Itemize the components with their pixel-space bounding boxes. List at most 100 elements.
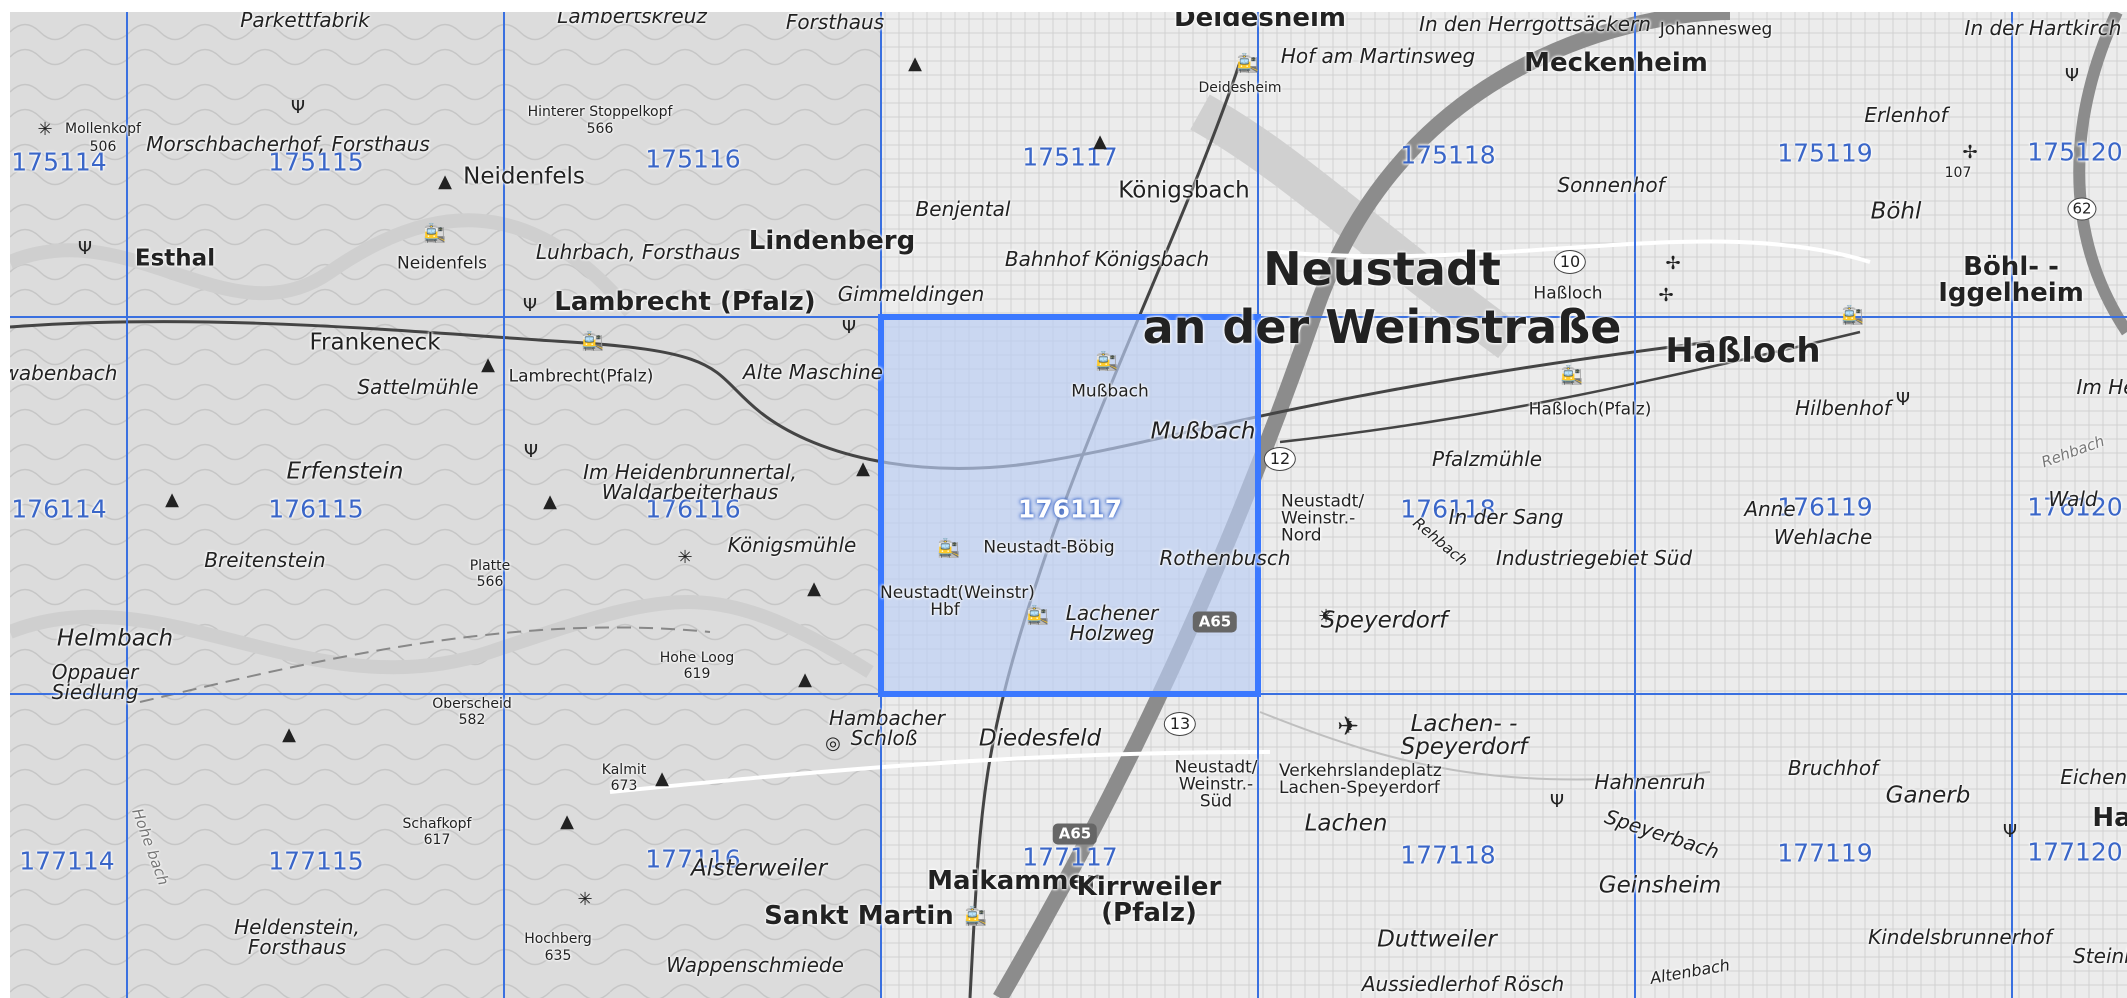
motorway-shield-icon: A65 [1192,611,1238,633]
rail-station-icon: 🚉 [1236,53,1260,74]
tile-label[interactable]: 176119 [1777,492,1873,522]
ele-platte: 566 [476,574,504,590]
place-wehlache: Wehlache [1773,525,1873,549]
place-erlenhof: Erlenhof [1864,103,1948,127]
place-im-he: Im He [2076,375,2127,399]
airport-icon: ✈ [1337,712,1359,742]
place-lachen: Lachen [1304,810,1388,837]
tile-label[interactable]: 175116 [645,144,741,174]
place-wabenbach: wabenbach [10,361,118,385]
place-breitenstein: Breitenstein [204,548,326,572]
place-hassloch: Haßloch [1665,331,1821,371]
place-sonnenhof: Sonnenhof [1557,173,1665,197]
peak-icon: ▲ [560,811,574,832]
place-neidenfels-station: Neidenfels [397,253,487,274]
motorway-east [2073,12,2127,336]
tile-label[interactable]: 177115 [268,846,364,876]
place-hahnenruh: Hahnenruh [1594,770,1706,794]
place-neidenfels: Neidenfels [463,163,585,190]
place-mollenkopf: Mollenkopf [65,121,141,137]
place-neustadt: Neustadt [1263,242,1501,296]
place-benjental: Benjental [915,197,1011,221]
peak-icon: ▲ [282,724,296,745]
rail-station-icon: 🚉 [937,538,961,559]
motorway-shield-icon: A65 [1052,823,1098,845]
tile-label-selected[interactable]: 176117 [1017,494,1123,524]
place-gimmeldingen: Gimmeldingen [837,282,985,306]
viewpoint-icon: ✳ [37,119,53,140]
route-shield-icon: 62 [2067,197,2097,221]
place-annel: Anne [1744,497,1796,521]
forest-hills-area [10,12,910,998]
tile-label[interactable]: 176120 [2027,492,2123,522]
place-forsthaus: Forsthaus [785,12,885,34]
place-wappenschmiede: Wappenschmiede [666,953,844,977]
tile-label[interactable]: 175115 [268,147,364,177]
tile-label[interactable]: 175117 [1022,142,1118,172]
peak-icon: ▲ [798,669,812,690]
tile-label[interactable]: 175118 [1400,140,1496,170]
windmill-icon: ✢ [1962,142,1978,163]
place-bruchhof: Bruchhof [1787,756,1879,780]
tile-label[interactable]: 176116 [645,494,741,524]
place-pfalzmuehle: Pfalzmühle [1431,447,1543,471]
peak-icon: ▲ [438,171,452,192]
place-luhrbach: Luhrbach, Forsthaus [535,240,741,264]
place-alsterweiler: Alsterweiler [690,855,828,882]
place-alte-maschine: Alte Maschine [743,360,883,384]
peak-icon: ▲ [543,491,557,512]
place-ha: Ha [2092,803,2127,833]
tile-label[interactable]: 177114 [19,846,115,876]
place-maikammer: Maikammer [927,866,1099,896]
tile-label[interactable]: 176114 [11,494,107,524]
route-shield-icon: 12 [1263,447,1297,471]
place-hilbenhof: Hilbenhof [1795,396,1891,420]
tile-label[interactable]: 176115 [268,494,364,524]
place-mussbach-station: Mußbach [1071,381,1149,402]
tile-label[interactable]: 175114 [11,147,107,177]
place-kindelsbrunnerhof: Kindelsbrunnerhof [1868,925,2052,949]
motorway-a65 [993,12,1731,998]
rail-station-icon: 🚉 [1026,605,1050,626]
map-view[interactable]: 175114 175115 175116 175117 175118 17511… [10,12,2127,998]
river-speyerbach [1259,711,1711,781]
place-lambrecht-station: Lambrecht(Pfalz) [508,366,654,387]
place-kirrweiler: Kirrweiler (Pfalz) [1076,872,1222,928]
place-neustadt-nord: Neustadt/ Weinstr.-Nord [1281,491,1365,546]
ele-oberscheid: 582 [458,712,486,728]
valley-shade [10,595,874,678]
route-shield-icon: 13 [1163,712,1197,736]
tile-label[interactable]: 176118 [1400,494,1496,524]
place-deidesheim: Deidesheim [1174,12,1346,33]
ele-107: 107 [1944,165,1972,181]
place-erfenstein: Erfenstein [286,458,404,485]
tile-label[interactable]: 177120 [2027,837,2123,867]
tile-label[interactable]: 177117 [1022,842,1118,872]
place-hartkirch: In der Hartkirch [1964,16,2122,40]
ele-kalmit: 673 [610,778,638,794]
tile-label[interactable]: 175120 [2027,137,2123,167]
viewpoint-icon: ✳ [577,889,593,910]
tile-label[interactable]: 177116 [645,844,741,874]
place-speyerdorf: Speyerdorf [1320,607,1448,634]
tile-label[interactable]: 177118 [1400,840,1496,870]
place-koenigsbach: Königsbach [1118,177,1250,204]
place-hinterer-stoppelkopf: Hinterer Stoppelkopf [527,104,673,120]
place-eichenh: Eichenh [2060,765,2127,789]
place-sattelmuehle: Sattelmühle [357,375,479,399]
tile-label[interactable]: 175119 [1777,138,1873,168]
place-hambacher-schloss: Hambacher Schloß [829,706,945,750]
mast-icon: Ψ [1895,389,1911,410]
place-steinb: Steinb [2073,944,2127,968]
map-base-layer [10,12,2127,998]
viewpoint-icon: ✳ [1318,606,1334,627]
place-hassloch-station: Haßloch(Pfalz) [1528,399,1652,420]
viewpoint-icon: ✳ [677,547,693,568]
peak-icon: ▲ [807,578,821,599]
tile-label[interactable]: 177119 [1777,838,1873,868]
place-koenigsmuehle: Königsmühle [727,533,857,557]
mast-icon: Ψ [290,97,306,118]
mast-icon: Ψ [523,441,539,462]
place-helmbach: Helmbach [56,625,174,652]
peak-icon: ▲ [481,354,495,375]
